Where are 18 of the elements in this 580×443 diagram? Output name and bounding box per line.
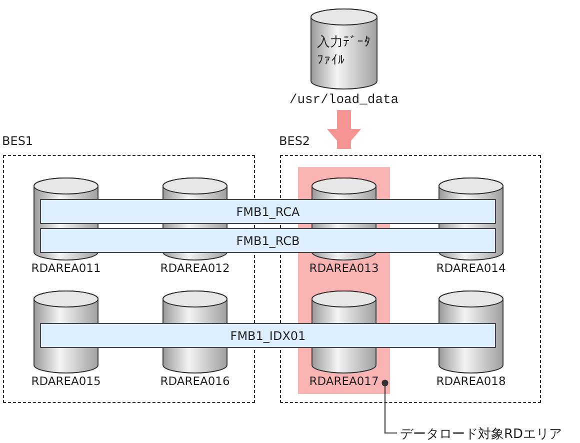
area-label: RDAREA012 — [160, 261, 230, 275]
leader-line — [382, 380, 397, 434]
area-label: RDAREA013 — [309, 261, 379, 275]
leader-text: データロード対象RDエリア — [400, 427, 562, 442]
group-label: BES2 — [279, 134, 310, 148]
file-label: 入力ﾃﾞｰﾀﾌｧｲﾙ — [317, 34, 372, 70]
area-label: RDAREA015 — [31, 374, 101, 388]
area-label: RDAREA016 — [160, 374, 230, 388]
group-label: BES1 — [2, 134, 34, 148]
area-label: RDAREA018 — [436, 374, 506, 388]
area-label: RDAREA014 — [436, 261, 506, 275]
file-bar: FMB1_IDX01 — [40, 323, 496, 348]
arrow — [327, 110, 361, 149]
path-label: /usr/load_data — [289, 92, 399, 107]
area-label: RDAREA017 — [309, 374, 379, 388]
file-bar: FMB1_RCB — [40, 228, 496, 253]
file-bar: FMB1_RCA — [40, 199, 496, 224]
area-label: RDAREA011 — [31, 261, 101, 275]
